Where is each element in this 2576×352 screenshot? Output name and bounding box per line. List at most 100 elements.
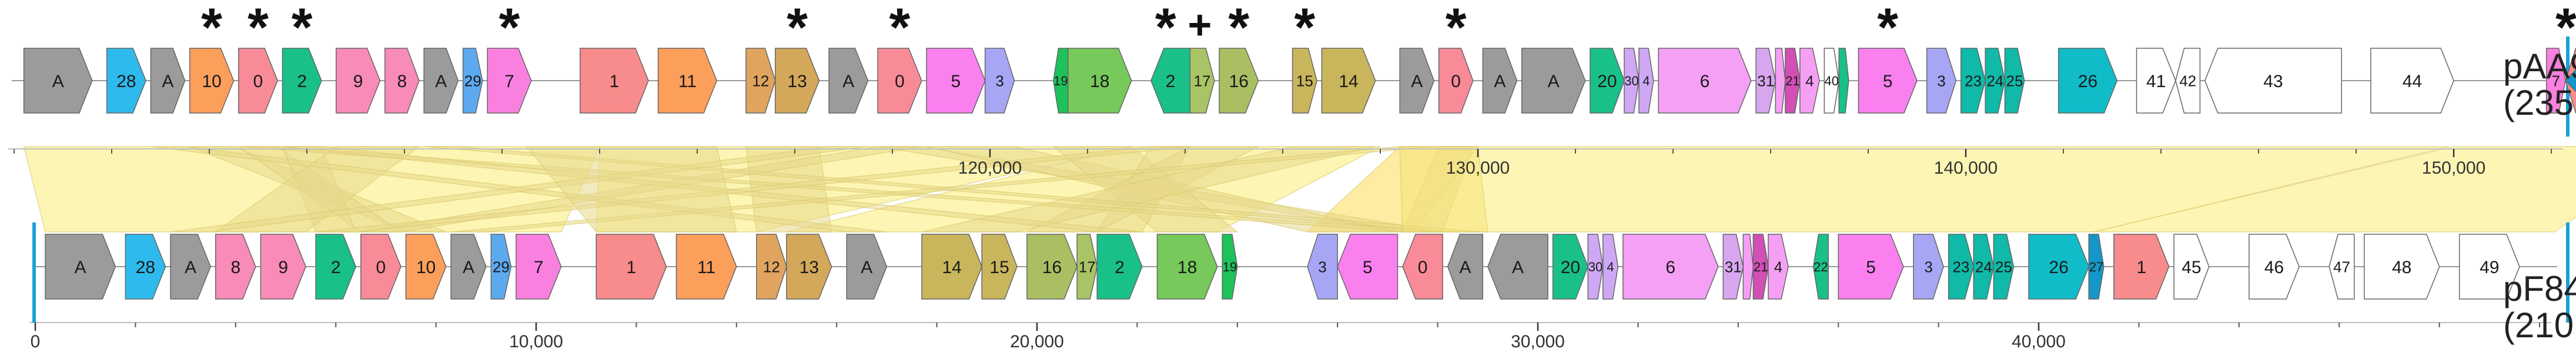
gene-arrow [1722, 234, 1744, 300]
gene-label: 23 [1965, 72, 1982, 89]
gene-label: 18 [1177, 258, 1197, 277]
gene-label: 0 [376, 258, 386, 277]
gene-arrow [1913, 234, 1944, 300]
gene-label: 9 [278, 258, 288, 277]
asterisk-marker: * [1877, 0, 1898, 58]
gene-label: 4 [1642, 74, 1650, 88]
gene-arrow [1150, 48, 1191, 114]
gene-arrow [1590, 48, 1625, 114]
gene-arrow [2058, 48, 2118, 114]
gene-arrow [1219, 48, 1259, 114]
gene-label: 47 [2333, 258, 2350, 275]
asterisk-marker: * [292, 0, 313, 58]
gene-arrow [1438, 48, 1474, 114]
gene-label: 4 [1805, 72, 1814, 89]
gene-label: 27 [2089, 260, 2103, 274]
gene-arrow [756, 234, 787, 300]
gene-label: 12 [752, 72, 769, 89]
gene-label: 14 [1339, 72, 1358, 91]
gene-arrow [1985, 48, 2006, 114]
gene-label: 42 [2179, 72, 2196, 89]
gene-arrow [1068, 48, 1132, 114]
homology-link [1399, 146, 1488, 233]
asterisk-marker: * [1294, 0, 1315, 58]
gene-arrow [2004, 48, 2025, 114]
homology-link [2093, 146, 2576, 233]
gene-arrow [260, 234, 306, 300]
gene-label: 8 [397, 72, 407, 91]
gene-label: 6 [1665, 258, 1675, 277]
gene-label: 16 [1229, 72, 1249, 91]
gene-label: 4 [1607, 260, 1614, 274]
gene-arrow [189, 48, 235, 114]
gene-label: 7 [504, 72, 514, 91]
gene-arrow [1799, 48, 1820, 114]
gene-arrow [596, 234, 667, 300]
gene-label: A [75, 258, 86, 277]
gene-label: 0 [253, 72, 263, 91]
gene-label: 49 [2480, 258, 2499, 277]
gene-label: 2 [1166, 72, 1176, 91]
gene-arrow [877, 48, 922, 114]
gene-arrow [1638, 48, 1654, 114]
homology-link [525, 146, 737, 233]
gene-arrow [516, 234, 562, 300]
gene-label: 1 [2136, 258, 2146, 277]
gene-arrow [580, 48, 649, 114]
gene-arrow [775, 48, 820, 114]
plasmid-name-top: pAA998 [2503, 47, 2576, 86]
gene-arrow [384, 48, 420, 114]
gene-arrow [846, 234, 888, 300]
gene-arrow [2028, 234, 2090, 300]
plasmid-size-top: (235Kb) [2503, 83, 2576, 122]
gene-arrow [150, 48, 186, 114]
gene-arrow [1658, 48, 1752, 114]
plasmid-label-top: pAA998 (235Kb) [2503, 48, 2576, 121]
gene-label: A [162, 72, 173, 91]
gene-arrow [1096, 234, 1143, 300]
gene-label: 17 [1194, 72, 1211, 89]
gene-label: 2 [331, 258, 341, 277]
gene-label: 6 [1700, 72, 1710, 91]
gene-arrow [45, 234, 116, 300]
gene-label: 12 [763, 258, 780, 275]
gene-arrow [315, 234, 357, 300]
gene-label: 20 [1561, 258, 1580, 277]
gene-label: 0 [1451, 72, 1461, 91]
gene-arrow [2204, 48, 2342, 114]
gene-label: 29 [464, 72, 481, 89]
gene-label: 22 [1814, 260, 1828, 274]
gene-label: 19 [1223, 260, 1237, 274]
gene-label: 1 [627, 258, 637, 277]
gene-arrow [786, 234, 832, 300]
gene-arrow [984, 48, 1015, 114]
gene-arrow [2249, 234, 2300, 300]
axis-tick-label-top: 120,000 [958, 158, 1022, 178]
gene-arrow [1189, 48, 1215, 114]
asterisk-marker: * [247, 0, 269, 58]
gene-arrow [170, 234, 212, 300]
gene-label: 2 [1115, 258, 1125, 277]
gene-label: 44 [2403, 72, 2422, 91]
gene-label: 43 [2263, 72, 2283, 91]
gene-label: 10 [202, 72, 221, 91]
gene-arrow [215, 234, 256, 300]
axis-tick-label-bottom: 30,000 [1511, 332, 1565, 351]
gene-label: A [1459, 258, 1471, 277]
gene-label: 11 [697, 258, 715, 277]
gene-label: 3 [1318, 258, 1326, 275]
gene-arrow [2329, 234, 2355, 300]
gene-label: A [463, 258, 474, 277]
gene-label: 31 [1725, 258, 1742, 275]
gene-arrow [675, 234, 737, 300]
gene-label: 0 [1418, 258, 1428, 277]
gene-label: 5 [1363, 258, 1373, 277]
gene-label: 0 [895, 72, 905, 91]
gene-label: 15 [989, 258, 1009, 277]
gene-arrow [1948, 234, 1975, 300]
gene-label: 14 [942, 258, 961, 277]
gene-arrow [2136, 48, 2176, 114]
gene-label: 13 [787, 72, 807, 91]
